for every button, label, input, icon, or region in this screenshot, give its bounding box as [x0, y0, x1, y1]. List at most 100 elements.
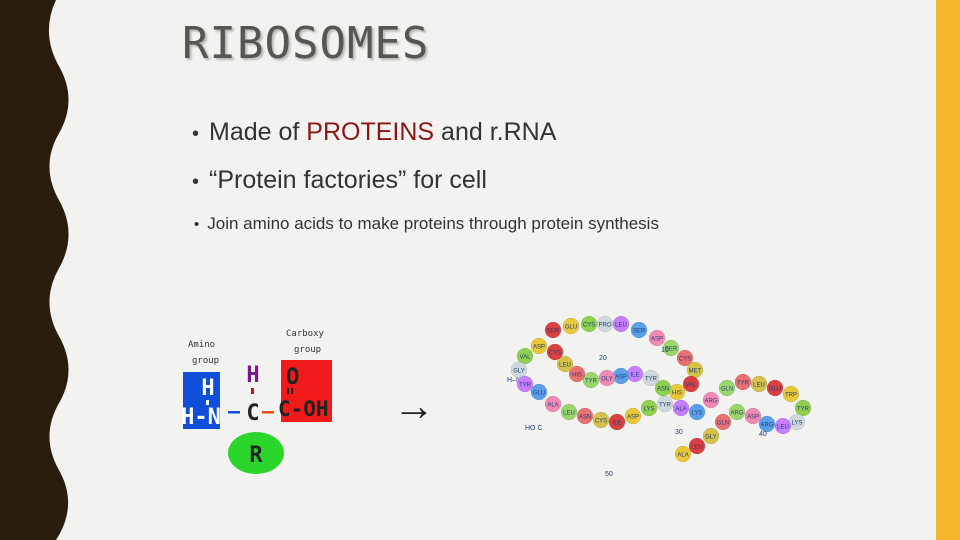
residue-label: GLU [769, 386, 781, 392]
residue-number-10: 10 [661, 347, 669, 354]
bullet-text: Made of [209, 118, 307, 146]
residue-label: LEU [753, 382, 765, 388]
bullet-dot: • [194, 216, 200, 233]
residue-bead [766, 379, 784, 397]
residue-label: SER [665, 346, 678, 352]
dash-left: – [228, 399, 241, 423]
residue-label: GLU [565, 324, 577, 330]
residue-bead [728, 403, 746, 421]
residue-bead [758, 415, 776, 433]
residue-label: TYR [645, 376, 658, 382]
residue-label: GLY [601, 376, 613, 382]
dash-right: – [262, 399, 275, 423]
residue-label: ARG [730, 410, 743, 416]
residue-bead [544, 321, 562, 339]
residue-bead [608, 413, 626, 431]
residue-number-30: 30 [675, 429, 683, 436]
residue-bead [530, 383, 548, 401]
residue-bead [672, 399, 690, 417]
r-group-label: R [249, 443, 263, 468]
residue-bead [582, 371, 600, 389]
residue-label: TYR [585, 378, 598, 384]
residue-label: GLN [717, 420, 729, 426]
slide-title: RIBOSOMES [182, 18, 430, 69]
bullet-dot: • [192, 171, 200, 193]
residue-label: HIS [572, 372, 582, 378]
residue-label: HIS [672, 390, 682, 396]
residue-bead [624, 407, 642, 425]
residue-bead [530, 337, 548, 355]
residue-label: ILE [612, 420, 621, 426]
residue-bead [682, 375, 700, 393]
residue-label: VAL [686, 382, 698, 388]
residue-bead [702, 391, 720, 409]
residue-bead [774, 417, 792, 435]
residue-label: TYR [519, 382, 532, 388]
residue-label: LEU [691, 444, 703, 450]
residue-label: LYS [792, 420, 803, 426]
residue-label: MET [689, 368, 702, 374]
residue-label: ASN [579, 414, 591, 420]
residue-label: SER [633, 328, 646, 334]
residue-bead [750, 375, 768, 393]
residue-label: GLY [705, 434, 717, 440]
residue-bead [734, 373, 752, 391]
residue-number-40: 40 [759, 431, 767, 438]
residue-label: TYR [737, 380, 750, 386]
residue-label: LEU [559, 362, 571, 368]
residue-label: VAL [520, 354, 532, 360]
residue-bead [516, 375, 534, 393]
carboxy-label-line1: Carboxy [286, 329, 325, 339]
bullet-made-of: •Made of PROTEINS and r.RNA [192, 118, 556, 147]
residue-label: LEU [777, 424, 789, 430]
residue-bead [560, 403, 578, 421]
residue-bead [568, 365, 586, 383]
protein-chain-diagram: H–N–H HO C SERGLUCYSPROLEUSERASPSERCYSME… [507, 315, 812, 478]
residue-bead [630, 321, 648, 339]
residue-bead [702, 427, 720, 445]
amino-hn: H-N [181, 405, 221, 430]
residue-label: LEU [563, 410, 575, 416]
residue-label: PRO [598, 322, 611, 328]
residue-label: TRP [785, 392, 797, 398]
residue-label: GLN [721, 386, 733, 392]
residue-bead [598, 369, 616, 387]
residue-label: ALA [675, 406, 686, 412]
residue-label: CYS [549, 350, 561, 356]
residue-label: CYS [679, 356, 691, 362]
bullet-text: Join amino acids to make proteins throug… [207, 214, 659, 233]
residue-bead [688, 403, 706, 421]
residue-bead [640, 399, 658, 417]
carboxy-o: O [286, 365, 299, 390]
center-h: H [246, 363, 259, 388]
residue-label: ASP [627, 414, 639, 420]
carboxy-bond-2 [291, 388, 293, 394]
left-decorative-border [0, 0, 69, 540]
residue-bead [546, 343, 564, 361]
bullet-dot: • [192, 123, 200, 145]
residue-label: ALA [677, 452, 688, 458]
bullet-protein-factories: •“Protein factories” for cell [192, 166, 487, 195]
bullet-text: and r.RNA [434, 118, 557, 146]
residue-bead [662, 339, 680, 357]
center-bond [251, 388, 254, 394]
residue-bead [556, 355, 574, 373]
amino-label-line2: group [192, 356, 219, 366]
center-c: C [246, 401, 259, 426]
right-accent-bar [936, 0, 960, 540]
residue-bead [656, 395, 674, 413]
residue-label: TYR [797, 406, 810, 412]
residue-label: CYS [583, 322, 595, 328]
residue-label: LEU [615, 322, 627, 328]
amino-bond [206, 400, 209, 405]
residue-numbers: 10 20 30 40 50 [599, 347, 767, 478]
residue-label: ASP [747, 414, 759, 420]
residue-label: ASP [533, 344, 545, 350]
carboxy-bond-1 [287, 388, 289, 394]
amino-acid-diagram: Amino group Carboxy group H H-N – H C – … [181, 329, 332, 474]
residue-bead [654, 379, 672, 397]
carboxy-group-box [281, 360, 332, 422]
residue-number-50: 50 [605, 471, 613, 478]
residue-number-20: 20 [599, 355, 607, 362]
